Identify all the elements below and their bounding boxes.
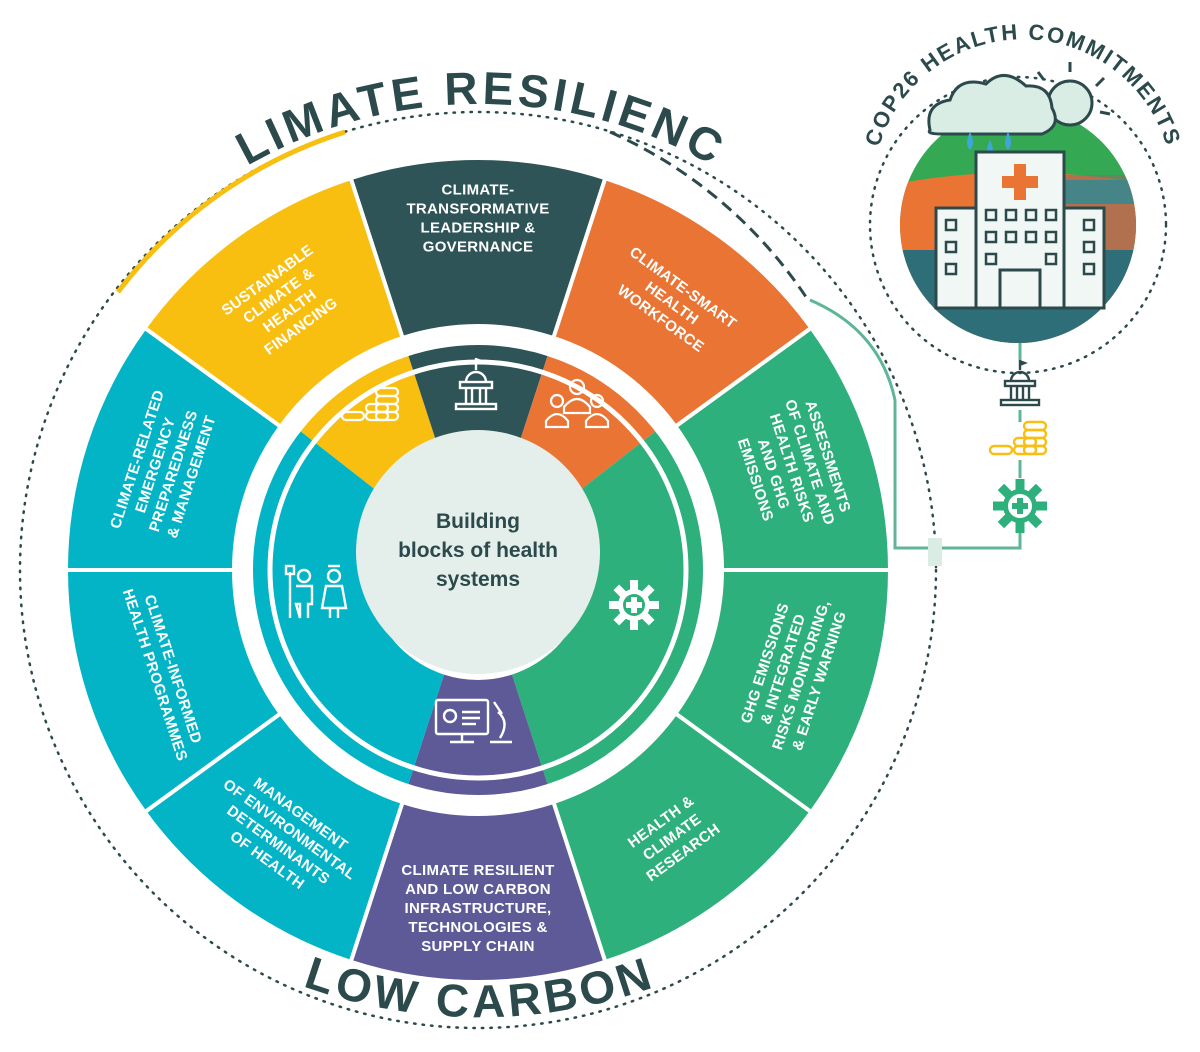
cloud-rain-icon xyxy=(927,74,1057,158)
computer-microscope-icon xyxy=(434,698,512,744)
inner-icons xyxy=(284,358,659,744)
center-line-1: Building xyxy=(436,510,520,533)
inner-zone-dark xyxy=(406,338,550,466)
segment-leadership-label: CLIMATE- TRANSFORMATIVE LEADERSHIP & GOVERN… xyxy=(406,182,549,256)
climate-resilience-text: CLIMATE RESILIENCE xyxy=(0,0,731,176)
cop26-badge: COP26 HEALTH COMMITMENTS xyxy=(860,19,1184,375)
segment-leadership-line-4: GOVERNANCE xyxy=(423,239,534,256)
segment-financing-shape xyxy=(141,175,406,430)
segment-infrastructure-line-3: INFRASTRUCTURE, xyxy=(405,900,552,917)
segment-infrastructure-label: CLIMATE RESILIENT AND LOW CARBON INFRASTRU… xyxy=(401,862,554,955)
center-line-3: systems xyxy=(436,568,520,591)
climate-resilience-title: CLIMATE RESILIENCE xyxy=(0,0,735,176)
health-workers-icon xyxy=(544,378,610,429)
gear-cross-icon xyxy=(993,479,1047,533)
gear-cross-icon xyxy=(609,580,659,630)
sun-icon xyxy=(1036,62,1111,127)
patient-nurse-icon xyxy=(284,564,348,619)
government-building-icon xyxy=(999,360,1041,407)
segment-leadership-line-1: CLIMATE- xyxy=(442,182,515,199)
center-line-2: blocks of health xyxy=(398,539,558,562)
connector-line xyxy=(809,298,1022,566)
government-building-icon xyxy=(454,358,498,411)
coins-icon xyxy=(988,420,1048,456)
inner-zone-purple xyxy=(406,674,550,802)
segment-infrastructure-line-5: SUPPLY CHAIN xyxy=(421,938,535,955)
commitment-chain-icons xyxy=(988,360,1048,533)
segment-leadership-line-2: TRANSFORMATIVE xyxy=(406,201,549,218)
segment-leadership-line-3: LEADERSHIP & xyxy=(420,220,535,237)
outer-dotted-ring xyxy=(18,110,938,1030)
segment-infrastructure-line-2: AND LOW CARBON xyxy=(405,881,551,898)
center-hub: Building blocks of health systems xyxy=(356,430,600,674)
segment-infrastructure-line-1: CLIMATE RESILIENT xyxy=(401,862,554,879)
coins-icon xyxy=(340,386,400,422)
center-circle xyxy=(356,430,600,674)
hospital-icon xyxy=(934,150,1106,310)
segment-infrastructure-line-4: TECHNOLOGIES & xyxy=(408,919,547,936)
